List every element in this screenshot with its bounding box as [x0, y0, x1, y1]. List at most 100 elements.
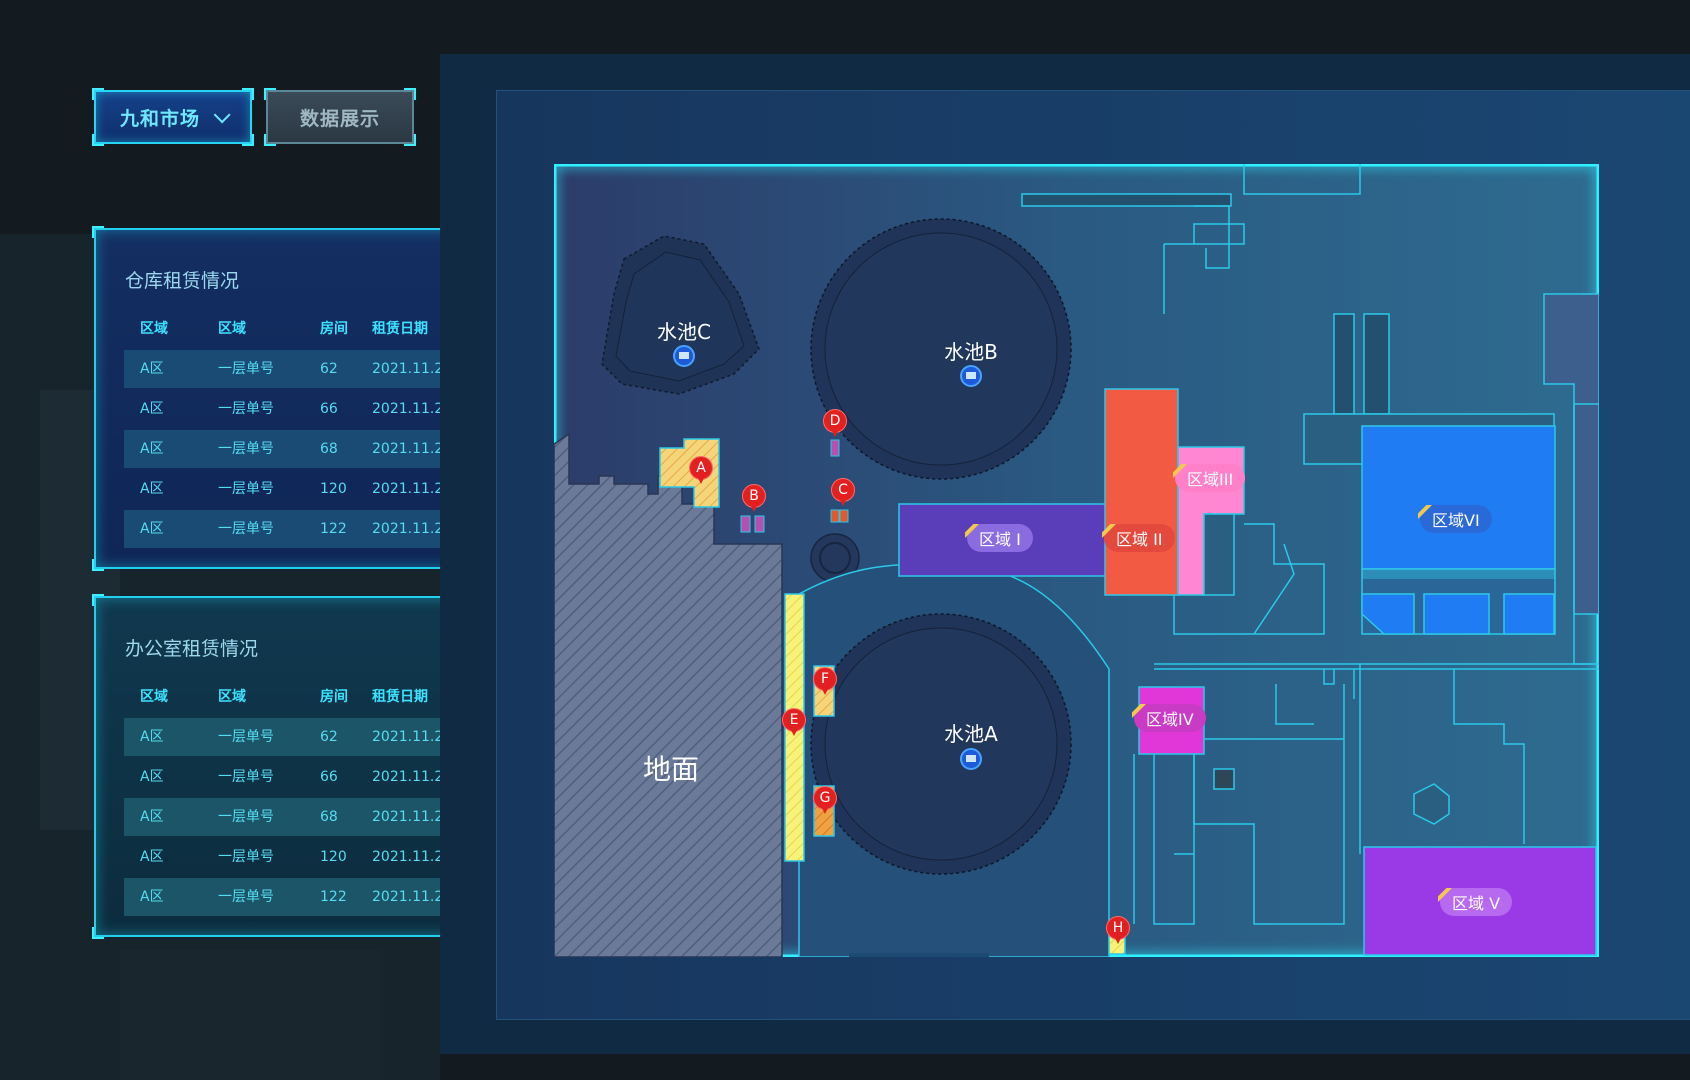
pin-icon: [839, 498, 847, 506]
pin-icon: [697, 476, 705, 484]
marker-c-area-2[interactable]: [839, 509, 849, 523]
cell-floor: 一层单号: [218, 361, 274, 377]
header-date: 租赁日期: [372, 689, 428, 705]
corner-ornament: [92, 226, 104, 238]
pin-icon: [790, 728, 798, 736]
cell-floor: 一层单号: [218, 481, 274, 497]
pin-h[interactable]: H: [1106, 916, 1130, 944]
header-room: 房间: [320, 689, 348, 705]
table-row[interactable]: A区 一层单号 62 2021.11.22: [124, 350, 468, 388]
cell-floor: 一层单号: [218, 849, 274, 865]
cell-room: 68: [320, 809, 338, 825]
cell-room: 120: [320, 849, 347, 865]
table-row[interactable]: A区 一层单号 68 2021.11.22: [124, 798, 468, 836]
cell-date: 2021.11.22: [372, 361, 453, 377]
cell-date: 2021.11.22: [372, 441, 453, 457]
header-area-2: 区域: [218, 321, 246, 337]
cell-date: 2021.11.22: [372, 809, 453, 825]
cell-date: 2021.11.22: [372, 769, 453, 785]
ground-area[interactable]: [554, 432, 783, 957]
zone-2-label[interactable]: 区域 II: [1102, 524, 1175, 552]
pin-icon: [821, 687, 829, 695]
warehouse-panel-title: 仓库租赁情况: [125, 270, 240, 292]
cell-date: 2021.11.22: [372, 481, 453, 497]
marker-d-area[interactable]: [830, 439, 840, 457]
floor-plan-svg: [554, 164, 1599, 957]
table-row[interactable]: A区 一层单号 120 2021.11.22: [124, 470, 468, 508]
pin-icon: [750, 504, 758, 512]
zone-6-area[interactable]: [1361, 425, 1556, 570]
pin-icon: [821, 806, 829, 814]
data-display-label: 数据展示: [299, 107, 380, 130]
office-table-header: 区域 区域 房间 租赁日期: [124, 686, 468, 712]
zone-2-area[interactable]: [1104, 388, 1179, 596]
bg-shade-bottom: [120, 950, 380, 1080]
pool-c-inner: [615, 251, 745, 382]
pin-f[interactable]: F: [813, 667, 837, 695]
cell-room: 66: [320, 401, 338, 417]
cell-room: 122: [320, 889, 347, 905]
cell-room: 68: [320, 441, 338, 457]
cell-room: 122: [320, 521, 347, 537]
pin-e[interactable]: E: [782, 708, 806, 736]
corner-ornament: [92, 134, 104, 146]
ground-label: 地面: [643, 753, 700, 786]
zone-5-label[interactable]: 区域 V: [1438, 888, 1513, 916]
corner-ornament: [264, 134, 276, 146]
table-row[interactable]: A区 一层单号 66 2021.11.22: [124, 390, 468, 428]
zone-4-label[interactable]: 区域IV: [1132, 704, 1206, 732]
cell-area: A区: [140, 729, 164, 745]
corner-ornament: [404, 134, 416, 146]
pin-g[interactable]: G: [813, 786, 837, 814]
zone-1-area[interactable]: [898, 503, 1112, 577]
cell-area: A区: [140, 809, 164, 825]
zone-3-label[interactable]: 区域III: [1173, 464, 1246, 492]
pin-b-label: B: [742, 484, 766, 508]
pool-a-inner: [824, 627, 1058, 861]
warehouse-table-body: A区 一层单号 62 2021.11.22 A区 一层单号 66 2021.11…: [124, 350, 468, 550]
pin-e-label: E: [782, 708, 806, 732]
table-row[interactable]: A区 一层单号 62 2021.11.22: [124, 718, 468, 756]
data-display-button[interactable]: 数据展示: [264, 88, 416, 146]
marker-c-area-1[interactable]: [830, 509, 840, 523]
pool-a-label: 水池A: [944, 722, 998, 746]
floor-plan-map[interactable]: [554, 164, 1599, 957]
cell-area: A区: [140, 521, 164, 537]
pin-b[interactable]: B: [742, 484, 766, 512]
pin-icon: [831, 429, 839, 437]
office-table-body: A区 一层单号 62 2021.11.22 A区 一层单号 66 2021.11…: [124, 718, 468, 918]
cell-floor: 一层单号: [218, 729, 274, 745]
cell-room: 62: [320, 361, 338, 377]
corner-ornament: [264, 88, 276, 100]
pin-c[interactable]: C: [831, 478, 855, 506]
pin-a[interactable]: A: [689, 456, 713, 484]
office-rental-panel: 办公室租赁情况 区域 区域 房间 租赁日期 A区 一层单号 62 2021.11…: [92, 594, 489, 939]
cell-date: 2021.11.22: [372, 889, 453, 905]
table-row[interactable]: A区 一层单号 68 2021.11.22: [124, 430, 468, 468]
cell-date: 2021.11.22: [372, 729, 453, 745]
header-area-2: 区域: [218, 689, 246, 705]
office-panel-title: 办公室租赁情况: [125, 638, 259, 660]
cell-area: A区: [140, 361, 164, 377]
zone-1-label[interactable]: 区域 I: [965, 524, 1033, 552]
table-row[interactable]: A区 一层单号 66 2021.11.22: [124, 758, 468, 796]
pin-d[interactable]: D: [823, 409, 847, 437]
table-row[interactable]: A区 一层单号 122 2021.11.22: [124, 510, 468, 548]
marker-b-area-2[interactable]: [754, 515, 765, 533]
pool-b-inner: [824, 232, 1058, 466]
marker-b-area-1[interactable]: [740, 515, 751, 533]
cell-room: 66: [320, 769, 338, 785]
zone-1-text: 区域 I: [979, 530, 1021, 549]
zone-6-label[interactable]: 区域VI: [1418, 505, 1492, 533]
table-row[interactable]: A区 一层单号 122 2021.11.22: [124, 878, 468, 916]
table-row[interactable]: A区 一层单号 120 2021.11.22: [124, 838, 468, 876]
header-area: 区域: [140, 321, 168, 337]
cell-floor: 一层单号: [218, 401, 274, 417]
market-select-button[interactable]: 九和市场: [92, 88, 254, 146]
cell-area: A区: [140, 849, 164, 865]
corner-ornament: [242, 134, 254, 146]
cell-floor: 一层单号: [218, 809, 274, 825]
cell-area: A区: [140, 481, 164, 497]
pin-icon: [1114, 936, 1122, 944]
cell-floor: 一层单号: [218, 441, 274, 457]
